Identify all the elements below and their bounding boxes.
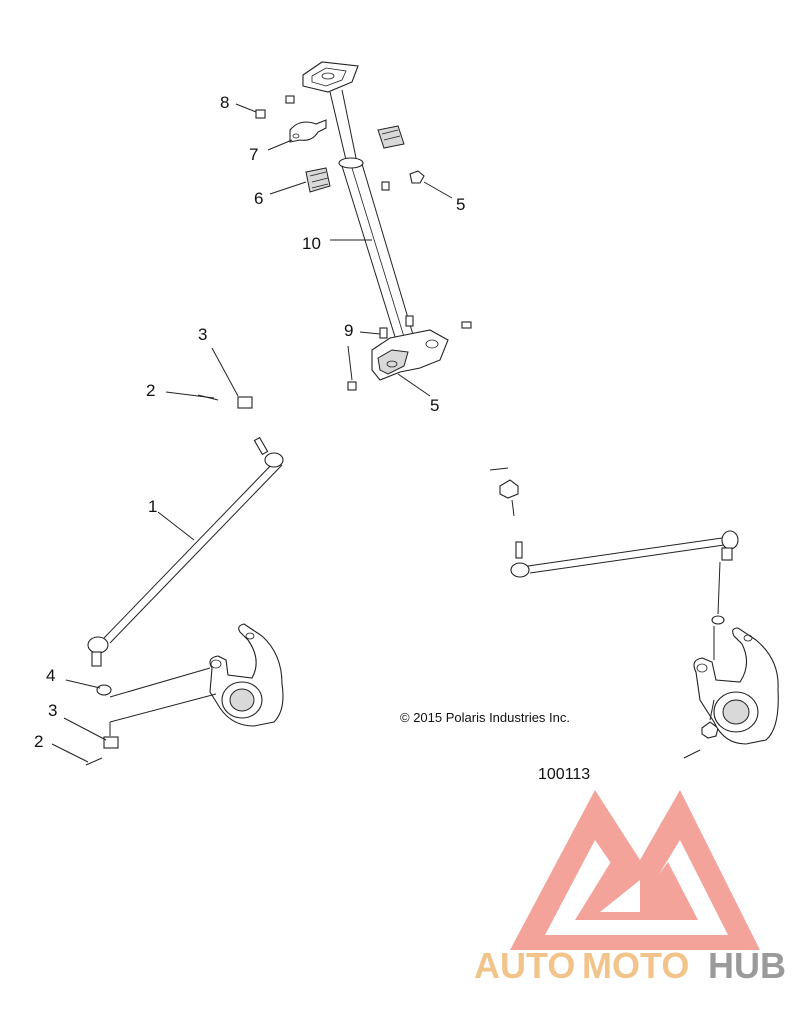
watermark-text-auto: AUTO xyxy=(474,945,575,986)
callout-8: 8 xyxy=(220,93,229,112)
bushing-part-6 xyxy=(305,125,405,193)
callout-5-upper: 5 xyxy=(456,195,465,214)
watermark-text: AUTO MOTO HUB xyxy=(474,945,786,986)
washer-right xyxy=(711,615,725,625)
callout-6: 6 xyxy=(254,189,263,208)
callout-4: 4 xyxy=(46,666,55,685)
copyright-text: © 2015 Polaris Industries Inc. xyxy=(400,710,570,725)
callout-7: 7 xyxy=(249,145,258,164)
callout-1: 1 xyxy=(148,497,157,516)
leader-lines xyxy=(51,103,453,763)
callout-3-upper: 3 xyxy=(198,325,207,344)
washer-part-4 xyxy=(96,684,112,696)
nut-right-lower xyxy=(701,721,719,739)
callout-3-lower: 3 xyxy=(48,701,57,720)
watermark-text-hub: HUB xyxy=(708,945,786,986)
figure-number: 100113 xyxy=(538,766,590,783)
nut-right-upper xyxy=(499,479,519,499)
callouts: 8 7 6 5 10 9 5 3 2 1 4 3 2 xyxy=(34,93,465,751)
callout-2-lower: 2 xyxy=(34,732,43,751)
watermark-text-moto: MOTO xyxy=(582,945,689,986)
watermark-logo xyxy=(510,790,760,950)
cotter-pin-lower xyxy=(85,757,103,766)
fasteners-top xyxy=(255,95,425,391)
callout-9: 9 xyxy=(344,321,353,340)
nut-part-3-lower xyxy=(103,736,119,749)
callout-10: 10 xyxy=(302,234,321,253)
tie-rod-right xyxy=(510,530,739,578)
spindle-knuckle-left xyxy=(209,623,284,727)
nut-part-3-upper xyxy=(237,396,253,409)
callout-5-lower: 5 xyxy=(430,396,439,415)
callout-2-upper: 2 xyxy=(146,381,155,400)
steering-column xyxy=(302,61,472,381)
tie-rod-left xyxy=(87,436,284,667)
clamp-part-7 xyxy=(289,119,327,143)
spindle-knuckle-right xyxy=(693,627,779,745)
